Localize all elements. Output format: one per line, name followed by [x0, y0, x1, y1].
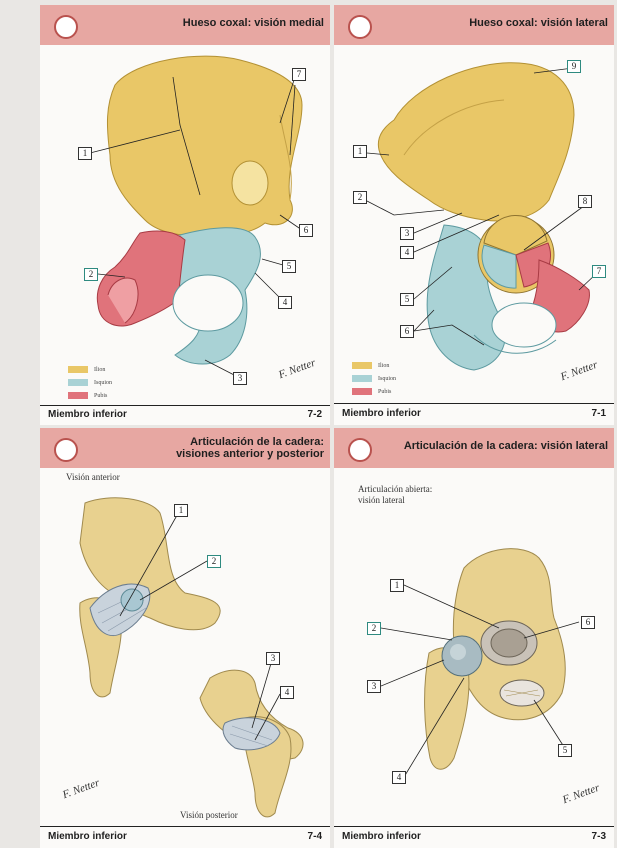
- legend-item-isquion: Isquion: [352, 372, 396, 385]
- legend-swatch-isquion: [68, 379, 88, 386]
- card-articulacion-anterior-posterior: Articulación de la cadera: visiones ante…: [40, 428, 330, 848]
- label-3: 3: [367, 680, 381, 693]
- label-8: 8: [578, 195, 592, 208]
- legend-label-isquion: Isquion: [94, 379, 112, 386]
- legend-swatch-pubis: [352, 388, 372, 395]
- legend-label-pubis: Pubis: [94, 392, 108, 399]
- label-3: 3: [233, 372, 247, 385]
- card-punch-hole: [348, 438, 372, 462]
- card-header: [334, 428, 614, 468]
- label-2: 2: [353, 191, 367, 204]
- legend-swatch-pubis: [68, 392, 88, 399]
- label-3: 3: [266, 652, 280, 665]
- card-header: [40, 5, 330, 45]
- label-5: 5: [400, 293, 414, 306]
- card-title-line-1: Articulación de la cadera:: [190, 436, 324, 448]
- label-5: 5: [282, 260, 296, 273]
- legend-swatch-ilion: [68, 366, 88, 373]
- legend-label-ilion: Ilion: [378, 362, 390, 369]
- card-punch-hole: [54, 438, 78, 462]
- label-7: 7: [292, 68, 306, 81]
- card-hueso-coxal-lateral: Hueso coxal: visión lateral 1: [334, 5, 614, 425]
- hip-bone-lateral-illustration: [366, 62, 598, 371]
- card-title: Hueso coxal: visión medial: [182, 17, 324, 29]
- bone-legend: Ilion Isquion Pubis: [68, 363, 112, 402]
- caption-line-2: visión lateral: [358, 495, 405, 505]
- legend-item-ilion: Ilion: [68, 363, 112, 376]
- card-title: Hueso coxal: visión lateral: [469, 17, 608, 29]
- legend-item-pubis: Pubis: [68, 389, 112, 402]
- caption-line-1: Articulación abierta:: [358, 484, 433, 494]
- footer-rule: [334, 403, 614, 404]
- label-4: 4: [400, 246, 414, 259]
- caption-vision-posterior: Visión posterior: [180, 810, 238, 820]
- hip-joint-lateral-open-illustration: [380, 548, 580, 778]
- card-number: 7-1: [591, 408, 606, 419]
- hip-joint-anterior-posterior-illustration: [79, 497, 304, 818]
- section-name: Miembro inferior: [342, 408, 421, 419]
- label-5: 5: [558, 744, 572, 757]
- card-number: 7-4: [307, 831, 322, 842]
- label-3: 3: [400, 227, 414, 240]
- bone-legend: Ilion Isquion Pubis: [352, 359, 396, 398]
- label-2: 2: [207, 555, 221, 568]
- legend-label-ilion: Ilion: [94, 366, 106, 373]
- card-title: Articulación de la cadera: visiones ante…: [176, 436, 324, 460]
- caption-vision-anterior: Visión anterior: [66, 472, 120, 482]
- label-2: 2: [84, 268, 98, 281]
- label-1: 1: [174, 504, 188, 517]
- label-6: 6: [299, 224, 313, 237]
- legend-item-pubis: Pubis: [352, 385, 396, 398]
- label-1: 1: [78, 147, 92, 160]
- label-6: 6: [581, 616, 595, 629]
- label-4: 4: [392, 771, 406, 784]
- card-title-line-2: visiones anterior y posterior: [176, 448, 324, 460]
- card-header: [334, 5, 614, 45]
- label-1: 1: [390, 579, 404, 592]
- footer-rule: [334, 826, 614, 827]
- card-articulacion-lateral: Articulación de la cadera: visión latera…: [334, 428, 614, 848]
- legend-label-pubis: Pubis: [378, 388, 392, 395]
- hip-bone-medial-illustration: [89, 55, 303, 378]
- label-6: 6: [400, 325, 414, 338]
- caption-articulacion-abierta: Articulación abierta: visión lateral: [358, 484, 432, 506]
- card-title: Articulación de la cadera: visión latera…: [403, 440, 608, 452]
- footer-rule: [40, 405, 330, 406]
- label-7: 7: [592, 265, 606, 278]
- footer-rule: [40, 826, 330, 827]
- card-number: 7-2: [307, 409, 322, 420]
- label-9: 9: [567, 60, 581, 73]
- legend-item-ilion: Ilion: [352, 359, 396, 372]
- card-number: 7-3: [591, 831, 606, 842]
- section-name: Miembro inferior: [342, 831, 421, 842]
- card-header: [40, 428, 330, 468]
- section-name: Miembro inferior: [48, 409, 127, 420]
- card-punch-hole: [54, 15, 78, 39]
- legend-swatch-ilion: [352, 362, 372, 369]
- legend-item-isquion: Isquion: [68, 376, 112, 389]
- legend-label-isquion: Isquion: [378, 375, 396, 382]
- label-2: 2: [367, 622, 381, 635]
- card-hueso-coxal-medial: Hueso coxal: visión medial 1 2 3 4 5 6 7: [40, 5, 330, 425]
- section-name: Miembro inferior: [48, 831, 127, 842]
- label-4: 4: [280, 686, 294, 699]
- legend-swatch-isquion: [352, 375, 372, 382]
- card-punch-hole: [348, 15, 372, 39]
- label-1: 1: [353, 145, 367, 158]
- label-4: 4: [278, 296, 292, 309]
